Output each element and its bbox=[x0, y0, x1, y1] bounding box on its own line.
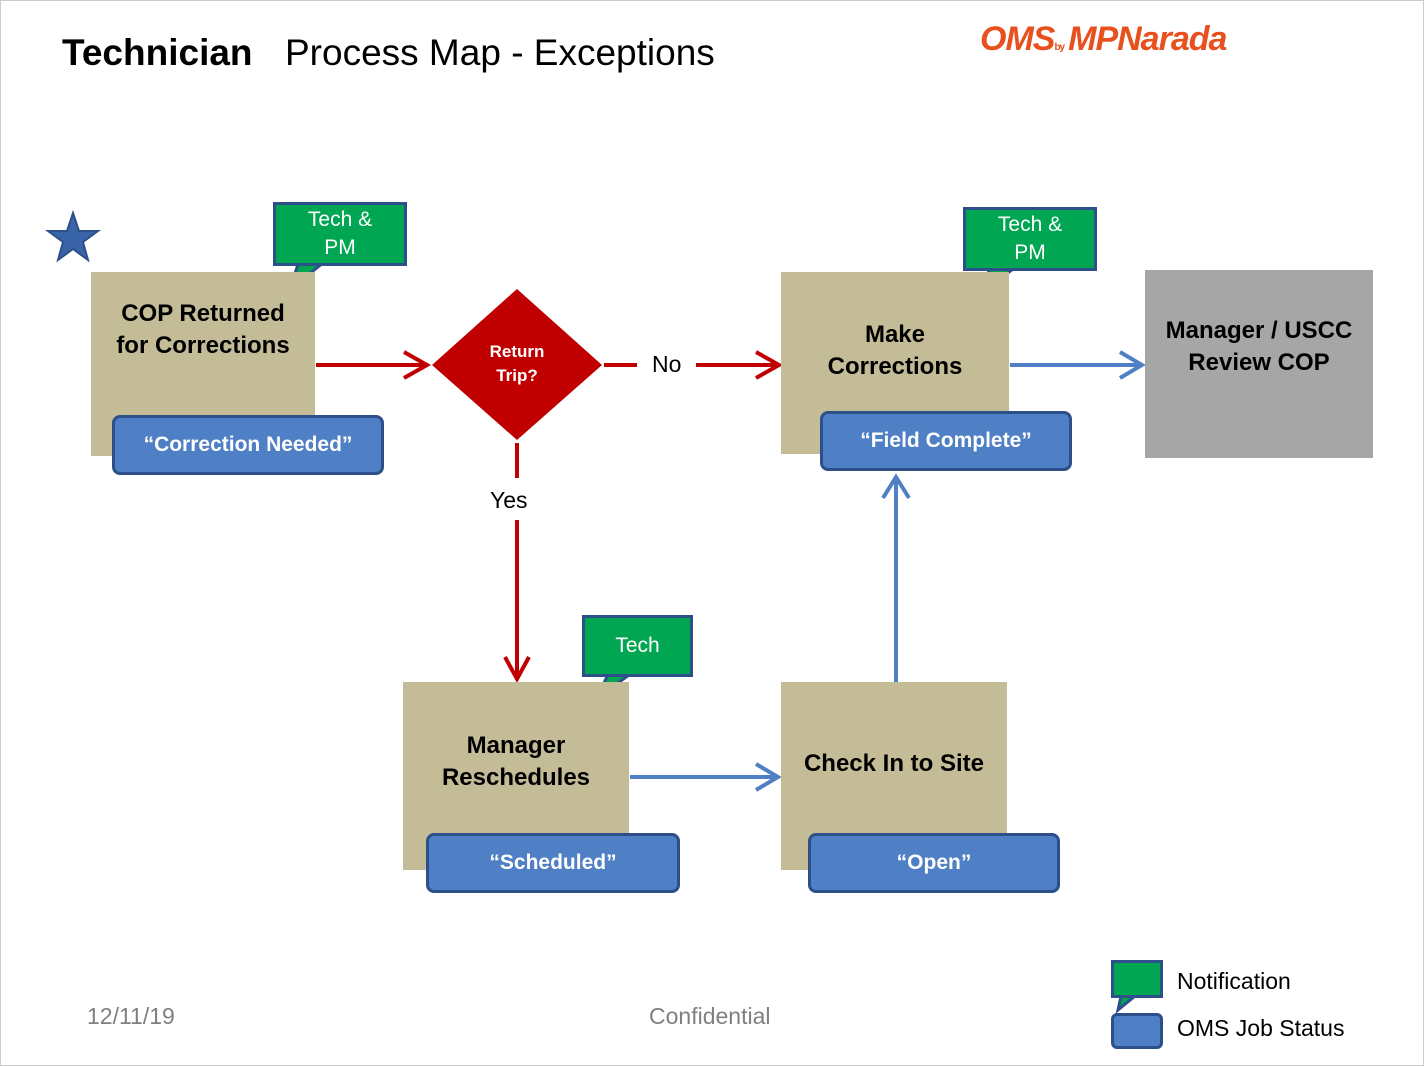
page-subtitle: Process Map - Exceptions bbox=[285, 32, 715, 73]
node-manager-review: Manager / USCC Review COP bbox=[1145, 270, 1373, 458]
footer-date: 12/11/19 bbox=[87, 1003, 175, 1029]
status-scheduled: “Scheduled” bbox=[426, 833, 680, 893]
legend-notification-swatch bbox=[1111, 960, 1163, 998]
footer-confidential: Confidential bbox=[649, 1003, 771, 1029]
notification-tech: Tech bbox=[582, 615, 693, 677]
legend-notification-label: Notification bbox=[1177, 968, 1291, 994]
page-title: Technician bbox=[62, 32, 253, 73]
notification-tech-pm-2: Tech & PM bbox=[963, 207, 1097, 271]
notification-tech-pm-1: Tech & PM bbox=[273, 202, 407, 266]
decision-label: Return Trip? bbox=[489, 342, 545, 385]
status-field-complete: “Field Complete” bbox=[820, 411, 1072, 471]
edge-label-no: No bbox=[652, 351, 682, 377]
status-correction-needed: “Correction Needed” bbox=[112, 415, 384, 475]
star-icon bbox=[44, 209, 102, 263]
edge-label-yes: Yes bbox=[490, 487, 528, 513]
legend-status-swatch bbox=[1111, 1013, 1163, 1049]
status-open: “Open” bbox=[808, 833, 1060, 893]
legend-status-label: OMS Job Status bbox=[1177, 1015, 1345, 1041]
decision-diamond bbox=[432, 289, 602, 440]
